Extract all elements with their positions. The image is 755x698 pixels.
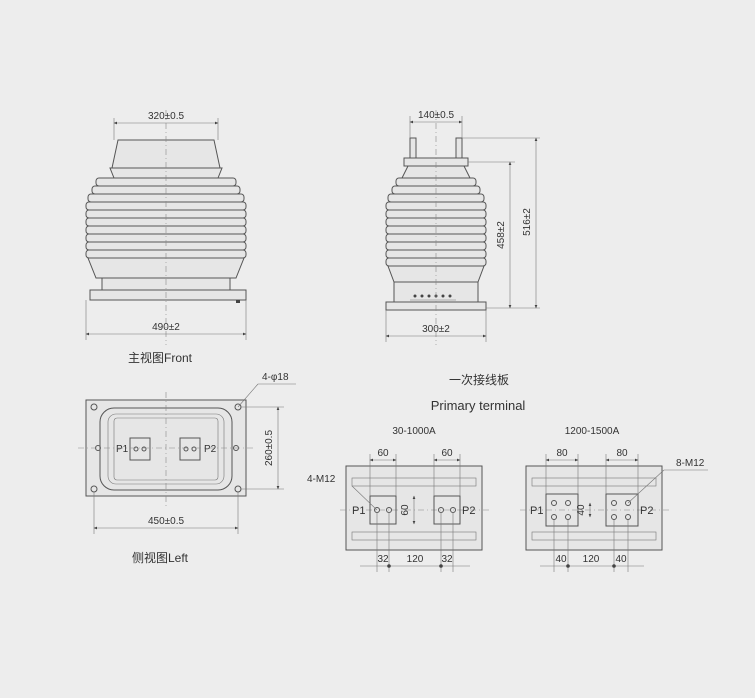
left-p1-label: P1 [116,444,129,455]
front-dim-320: 320±0.5 [148,111,185,122]
front-sheds [85,177,247,259]
terminal-b-dim-80b: 80 [616,448,628,459]
terminal-a-bolts: 4-M12 [307,474,336,485]
left-caption: 侧视图Left [132,550,189,565]
side-dim-140: 140±0.5 [418,110,455,121]
terminal-a-rating: 30-1000A [392,426,436,437]
left-holes-label: 4-φ18 [262,372,289,383]
terminal-b-bolts: 8-M12 [676,458,705,469]
terminal-b-dim-80a: 80 [556,448,568,459]
terminal-b-p2: P2 [640,505,653,517]
side-dim-458: 458±2 [496,221,507,249]
terminal-1200-1500a: 1200-1500A P1 P2 8-M12 80 80 40 [520,426,708,572]
terminal-a-dim-120: 120 [407,554,424,565]
terminal-b-dim-40b: 40 [615,554,627,565]
side-dim-300: 300±2 [422,324,450,335]
front-caption: 主视图Front [128,350,193,365]
side-elevation-view: 140±0.5 458±2 516±2 300±2 [385,110,540,345]
left-dim-450: 450±0.5 [148,516,185,527]
terminal-a-dim-32b: 32 [441,554,453,565]
terminal-a-dim-60a: 60 [377,448,389,459]
terminal-b-dim-120: 120 [583,554,600,565]
side-dim-516: 516±2 [522,208,533,236]
left-p2-label: P2 [204,444,217,455]
terminal-b-dim-40a: 40 [555,554,567,565]
terminal-30-1000a: 30-1000A P1 P2 4-M12 60 60 60 [307,426,490,572]
left-view: P1 P2 4-φ18 260±0.5 450±0.5 侧视图Left [78,372,296,565]
terminal-a-dim-32a: 32 [377,554,389,565]
terminal-a-dim-60b: 60 [441,448,453,459]
terminal-a-p2: P2 [462,505,475,517]
front-dim-490: 490±2 [152,322,180,333]
terminal-a-p1: P1 [352,505,365,517]
terminal-b-dim-40m: 40 [576,504,587,516]
front-view: 320±0.5 490±2 主视图Front [85,110,247,365]
terminal-title-en: Primary terminal [431,398,526,413]
terminal-a-dim-60c: 60 [400,504,411,516]
terminal-b-rating: 1200-1500A [565,426,620,437]
left-dim-260: 260±0.5 [264,430,275,467]
terminal-title-cn: 一次接线板 [449,372,509,387]
terminal-b-p1: P1 [530,505,543,517]
